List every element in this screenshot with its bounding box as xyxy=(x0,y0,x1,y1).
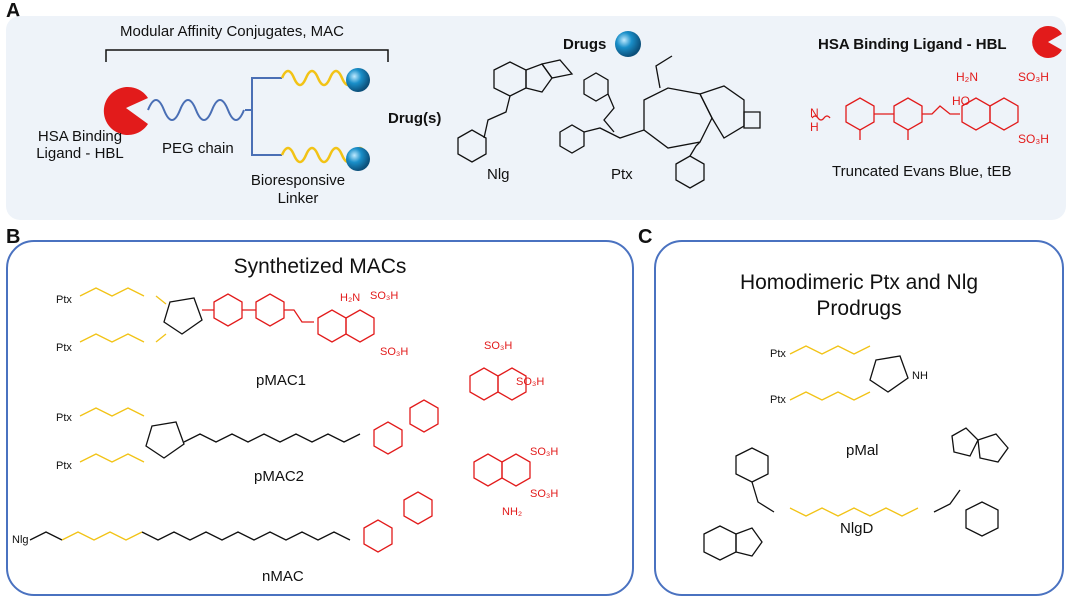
teb-atom-so3h-1: SO₃H xyxy=(1018,70,1049,84)
panel-a-graphics xyxy=(103,25,1062,189)
pmac2-structure xyxy=(79,367,527,463)
panel-c-title-line2: Prodrugs xyxy=(816,297,902,320)
nmac-structure xyxy=(29,453,531,553)
linker-label-line1: Bioresponsive xyxy=(250,172,346,189)
linker-label: Bioresponsive Linker xyxy=(236,172,360,208)
hbl-label-line2: Ligand - HBL xyxy=(36,145,124,162)
nmac-nlg-label: Nlg xyxy=(12,534,29,546)
nmac-label: nMAC xyxy=(262,568,304,585)
nmac-so3h: SO₃H xyxy=(530,488,559,500)
mac-title: Modular Affinity Conjugates, MAC xyxy=(120,23,344,40)
panel-c-graphics xyxy=(703,345,1009,561)
panel-b-title: Synthetized MACs xyxy=(233,255,407,278)
pmac1-so3h: SO₃H xyxy=(370,290,399,302)
teb-label: Truncated Evans Blue, tEB xyxy=(832,163,1012,180)
hbl-label: HSA Binding Ligand - HBL xyxy=(28,128,132,162)
branch-lines xyxy=(245,77,282,156)
panel-c-title: Homodimeric Ptx and Nlg Prodrugs xyxy=(654,270,1064,322)
teb-atom-h2n: H₂N xyxy=(956,70,978,84)
panel-c-letter: C xyxy=(638,226,653,248)
pmac1-ptx-label: Ptx xyxy=(56,342,72,354)
panel-c xyxy=(654,240,1064,596)
drugs-heading-sphere-icon xyxy=(615,31,641,57)
hbl-pacman-icon xyxy=(103,87,148,135)
pmac1-h2n: H₂N xyxy=(340,292,361,304)
drug-sphere-icon xyxy=(346,68,370,92)
pmac1-label: pMAC1 xyxy=(256,372,307,389)
panel-c-title-line1: Homodimeric Ptx and Nlg xyxy=(739,271,979,294)
teb-atom-ho: HO xyxy=(952,94,970,108)
ptx-structure xyxy=(559,55,761,189)
pmac1-structure xyxy=(79,287,375,343)
nlg-structure xyxy=(457,59,574,163)
peg-chain-wave xyxy=(147,99,245,121)
teb-atom-so3h-2: SO₃H xyxy=(1018,132,1049,146)
panel-b xyxy=(6,240,634,596)
pmac2-label: pMAC2 xyxy=(254,468,305,485)
pmal-structure xyxy=(789,345,909,401)
pmac2-ptx-label: Ptx xyxy=(56,412,72,424)
hbl-label-line1: HSA Binding xyxy=(37,128,123,145)
nmac-nh2: NH₂ xyxy=(502,506,523,518)
nlgd-label: NlgD xyxy=(840,520,874,537)
panel-b-graphics xyxy=(29,287,531,553)
drug2-label: Ptx xyxy=(611,166,633,183)
pmac1-ptx-label: Ptx xyxy=(56,294,72,306)
drugs-label: Drug(s) xyxy=(388,110,442,127)
pmac1-so3h: SO₃H xyxy=(380,346,409,358)
panel-b-letter: B xyxy=(6,226,21,248)
pmal-label: pMal xyxy=(846,442,879,459)
pmac2-so3h: SO₃H xyxy=(484,340,513,352)
mac-bracket xyxy=(105,49,389,62)
nlgd-structure xyxy=(703,427,1009,561)
linker-label-line2: Linker xyxy=(277,190,319,207)
drug-sphere-icon xyxy=(346,147,370,171)
pmac2-ptx-label: Ptx xyxy=(56,460,72,472)
peg-label: PEG chain xyxy=(162,140,234,157)
drug1-label: Nlg xyxy=(487,166,510,183)
hsa-heading: HSA Binding Ligand - HBL xyxy=(818,36,1007,53)
pmac2-so3h: SO₃H xyxy=(516,376,545,388)
pmal-ptx-label: Ptx xyxy=(770,348,786,360)
drugs-heading: Drugs xyxy=(563,36,607,53)
nmac-so3h: SO₃H xyxy=(530,446,559,458)
hsa-heading-pacman-icon xyxy=(1032,25,1062,59)
teb-structure xyxy=(811,97,1019,140)
pmal-ptx-label: Ptx xyxy=(770,394,786,406)
pmal-nh: NH xyxy=(912,370,928,382)
